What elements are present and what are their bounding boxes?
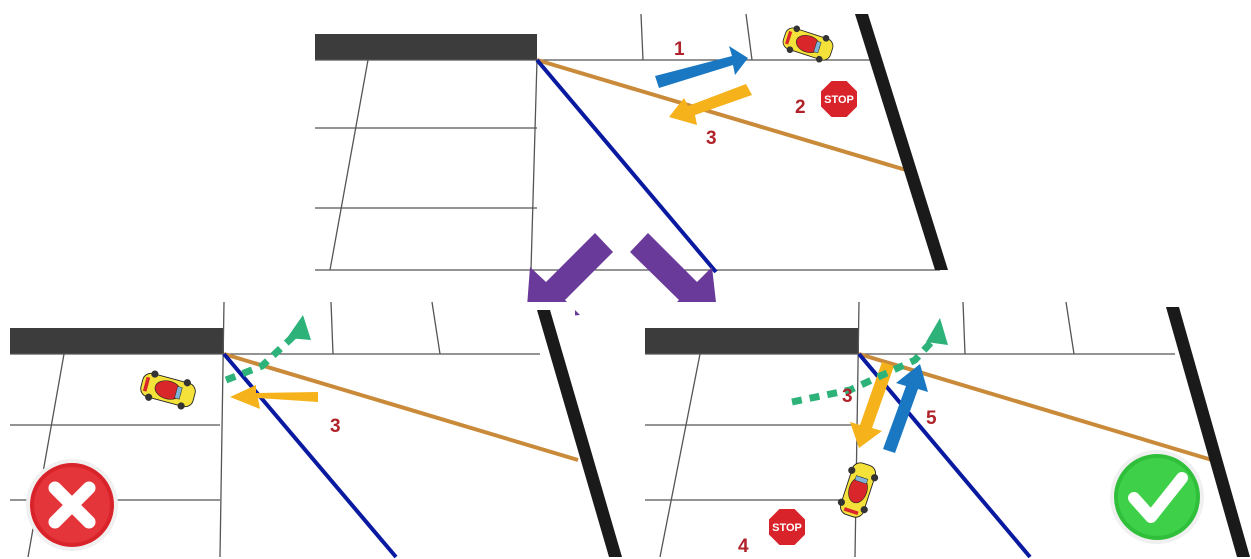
left-label-3: 3 [330,416,341,437]
right-stop-sign-text: STOP [772,522,802,534]
left-wall [10,328,224,354]
cross-icon [28,461,116,549]
top-label-2: 2 [795,97,806,118]
right-label-4: 4 [738,536,749,557]
top-stop-sign-text: STOP [824,94,854,106]
checkmark-icon [1112,452,1202,542]
top-label-1: 1 [674,39,685,60]
right-label-5: 5 [926,408,937,429]
left-panel: 3 [10,302,622,557]
top-wall [315,34,537,60]
right-label-3: 3 [842,386,853,407]
right-panel: STOP 3 4 5 [645,302,1250,557]
top-label-3: 3 [706,128,717,149]
right-wall [645,328,859,354]
top-panel: STOP 1 2 3 [315,14,948,272]
